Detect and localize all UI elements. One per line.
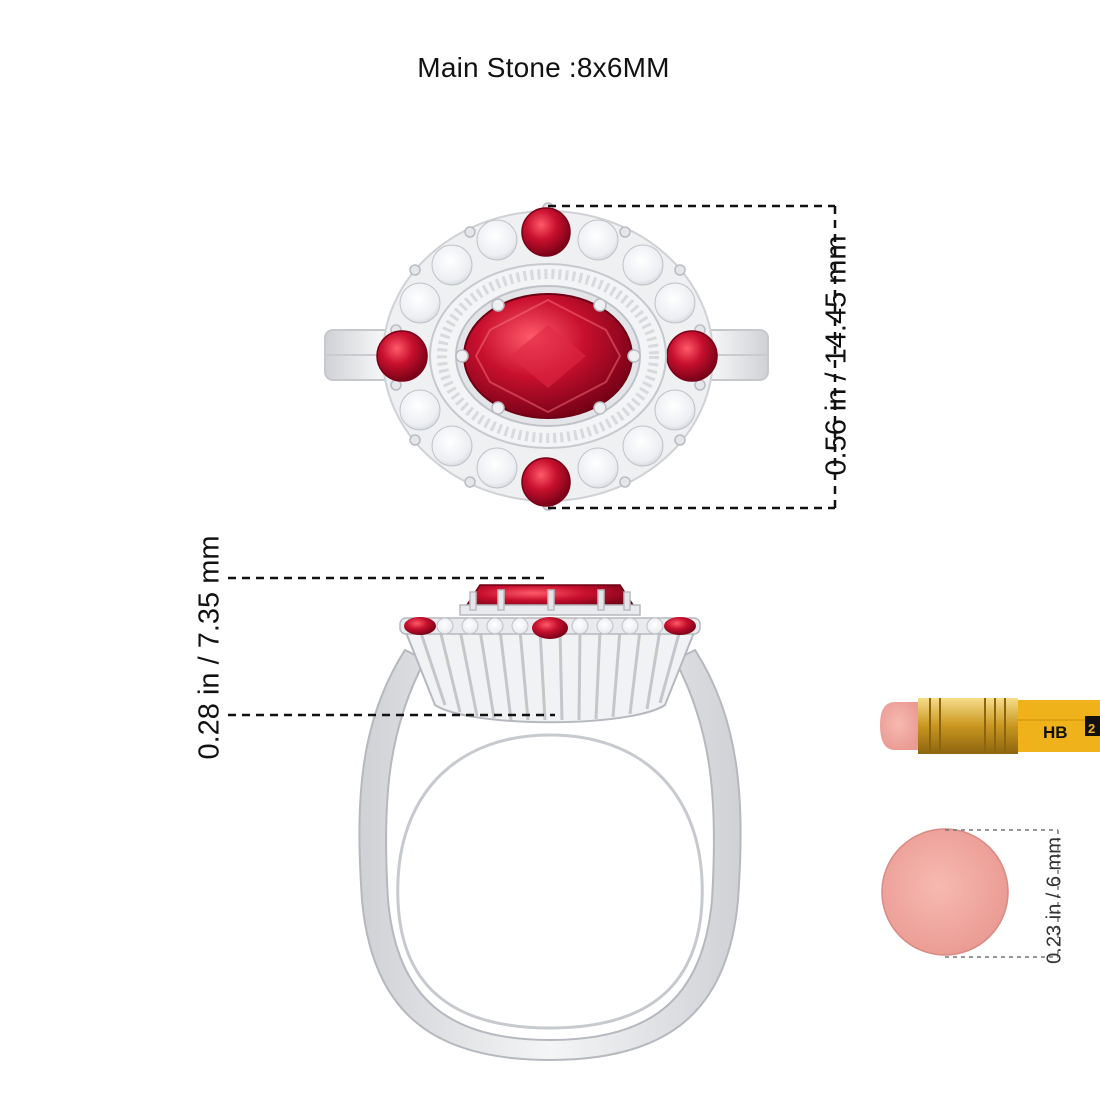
pencil-eraser [880,702,920,750]
outer-diamonds [399,219,696,489]
ring-top-view [324,202,769,511]
center-prongs [455,298,641,415]
pave-diamonds [437,269,659,443]
eraser-diameter-label: 0.23 in / 6 mm [1043,837,1066,964]
eraser-top-view [881,828,1009,956]
pencil-number-label: 2 [1088,721,1095,736]
accent-rubies [376,207,718,507]
eraser-dimension-lines [945,829,1059,958]
pencil-grade-label: HB [1043,723,1068,742]
side-view-height-label: 0.28 in / 7.35 mm [193,535,226,760]
side-diamonds [436,617,664,635]
side-rubies [404,617,696,639]
top-view-height-label: 0.56 in / 14.45 mm [820,235,853,476]
finger-hole [396,733,704,1030]
gallery [403,629,697,724]
main-stone-title: Main Stone :8x6MM [417,52,670,83]
ring-side-view [358,584,742,1062]
side-center-prongs [469,589,631,611]
ring-band [358,648,742,1062]
gallery-prongs [418,629,682,721]
pencil-reference [880,698,1100,956]
side-dimension-lines [228,576,555,717]
top-dimension-lines [548,204,837,510]
pencil-ferrule [918,698,1018,754]
